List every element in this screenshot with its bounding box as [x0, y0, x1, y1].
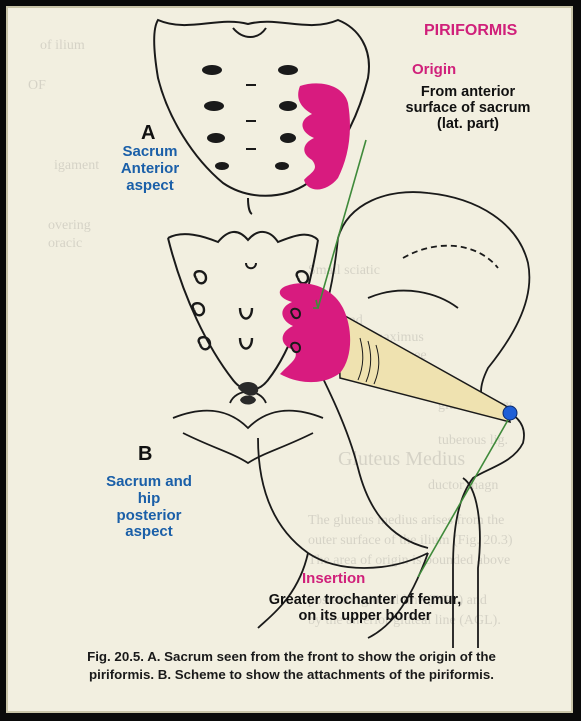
hip-bone-drawing: [258, 192, 529, 648]
figure-caption: Fig. 20.5. A. Sacrum seen from the front…: [24, 648, 559, 684]
origin-description: From anterior surface of sacrum (lat. pa…: [398, 84, 538, 133]
figure-page: of ilium OF igament overing oracic Small…: [6, 6, 573, 713]
piriformis-muscle-band: [338, 312, 510, 422]
view-b-caption: Sacrum and hip posterior aspect: [104, 474, 194, 541]
piriformis-origin-posterior: [280, 283, 350, 382]
figure-letter-a: A: [141, 122, 155, 144]
insertion-description: Greater trochanter of femur, on its uppe…: [260, 592, 470, 624]
sacrum-anterior-foramina: [202, 65, 298, 170]
caption-line-2: piriformis. B. Scheme to show the attach…: [24, 666, 559, 684]
title-label: PIRIFORMIS: [424, 22, 517, 40]
insertion-heading: Insertion: [302, 571, 365, 588]
insertion-point-marker: [503, 406, 517, 420]
caption-line-1: Fig. 20.5. A. Sacrum seen from the front…: [24, 648, 559, 666]
view-a-caption: Sacrum Anterior aspect: [110, 144, 190, 194]
origin-heading: Origin: [412, 62, 456, 79]
piriformis-origin-anterior: [298, 83, 350, 189]
figure-letter-b: B: [138, 443, 152, 465]
